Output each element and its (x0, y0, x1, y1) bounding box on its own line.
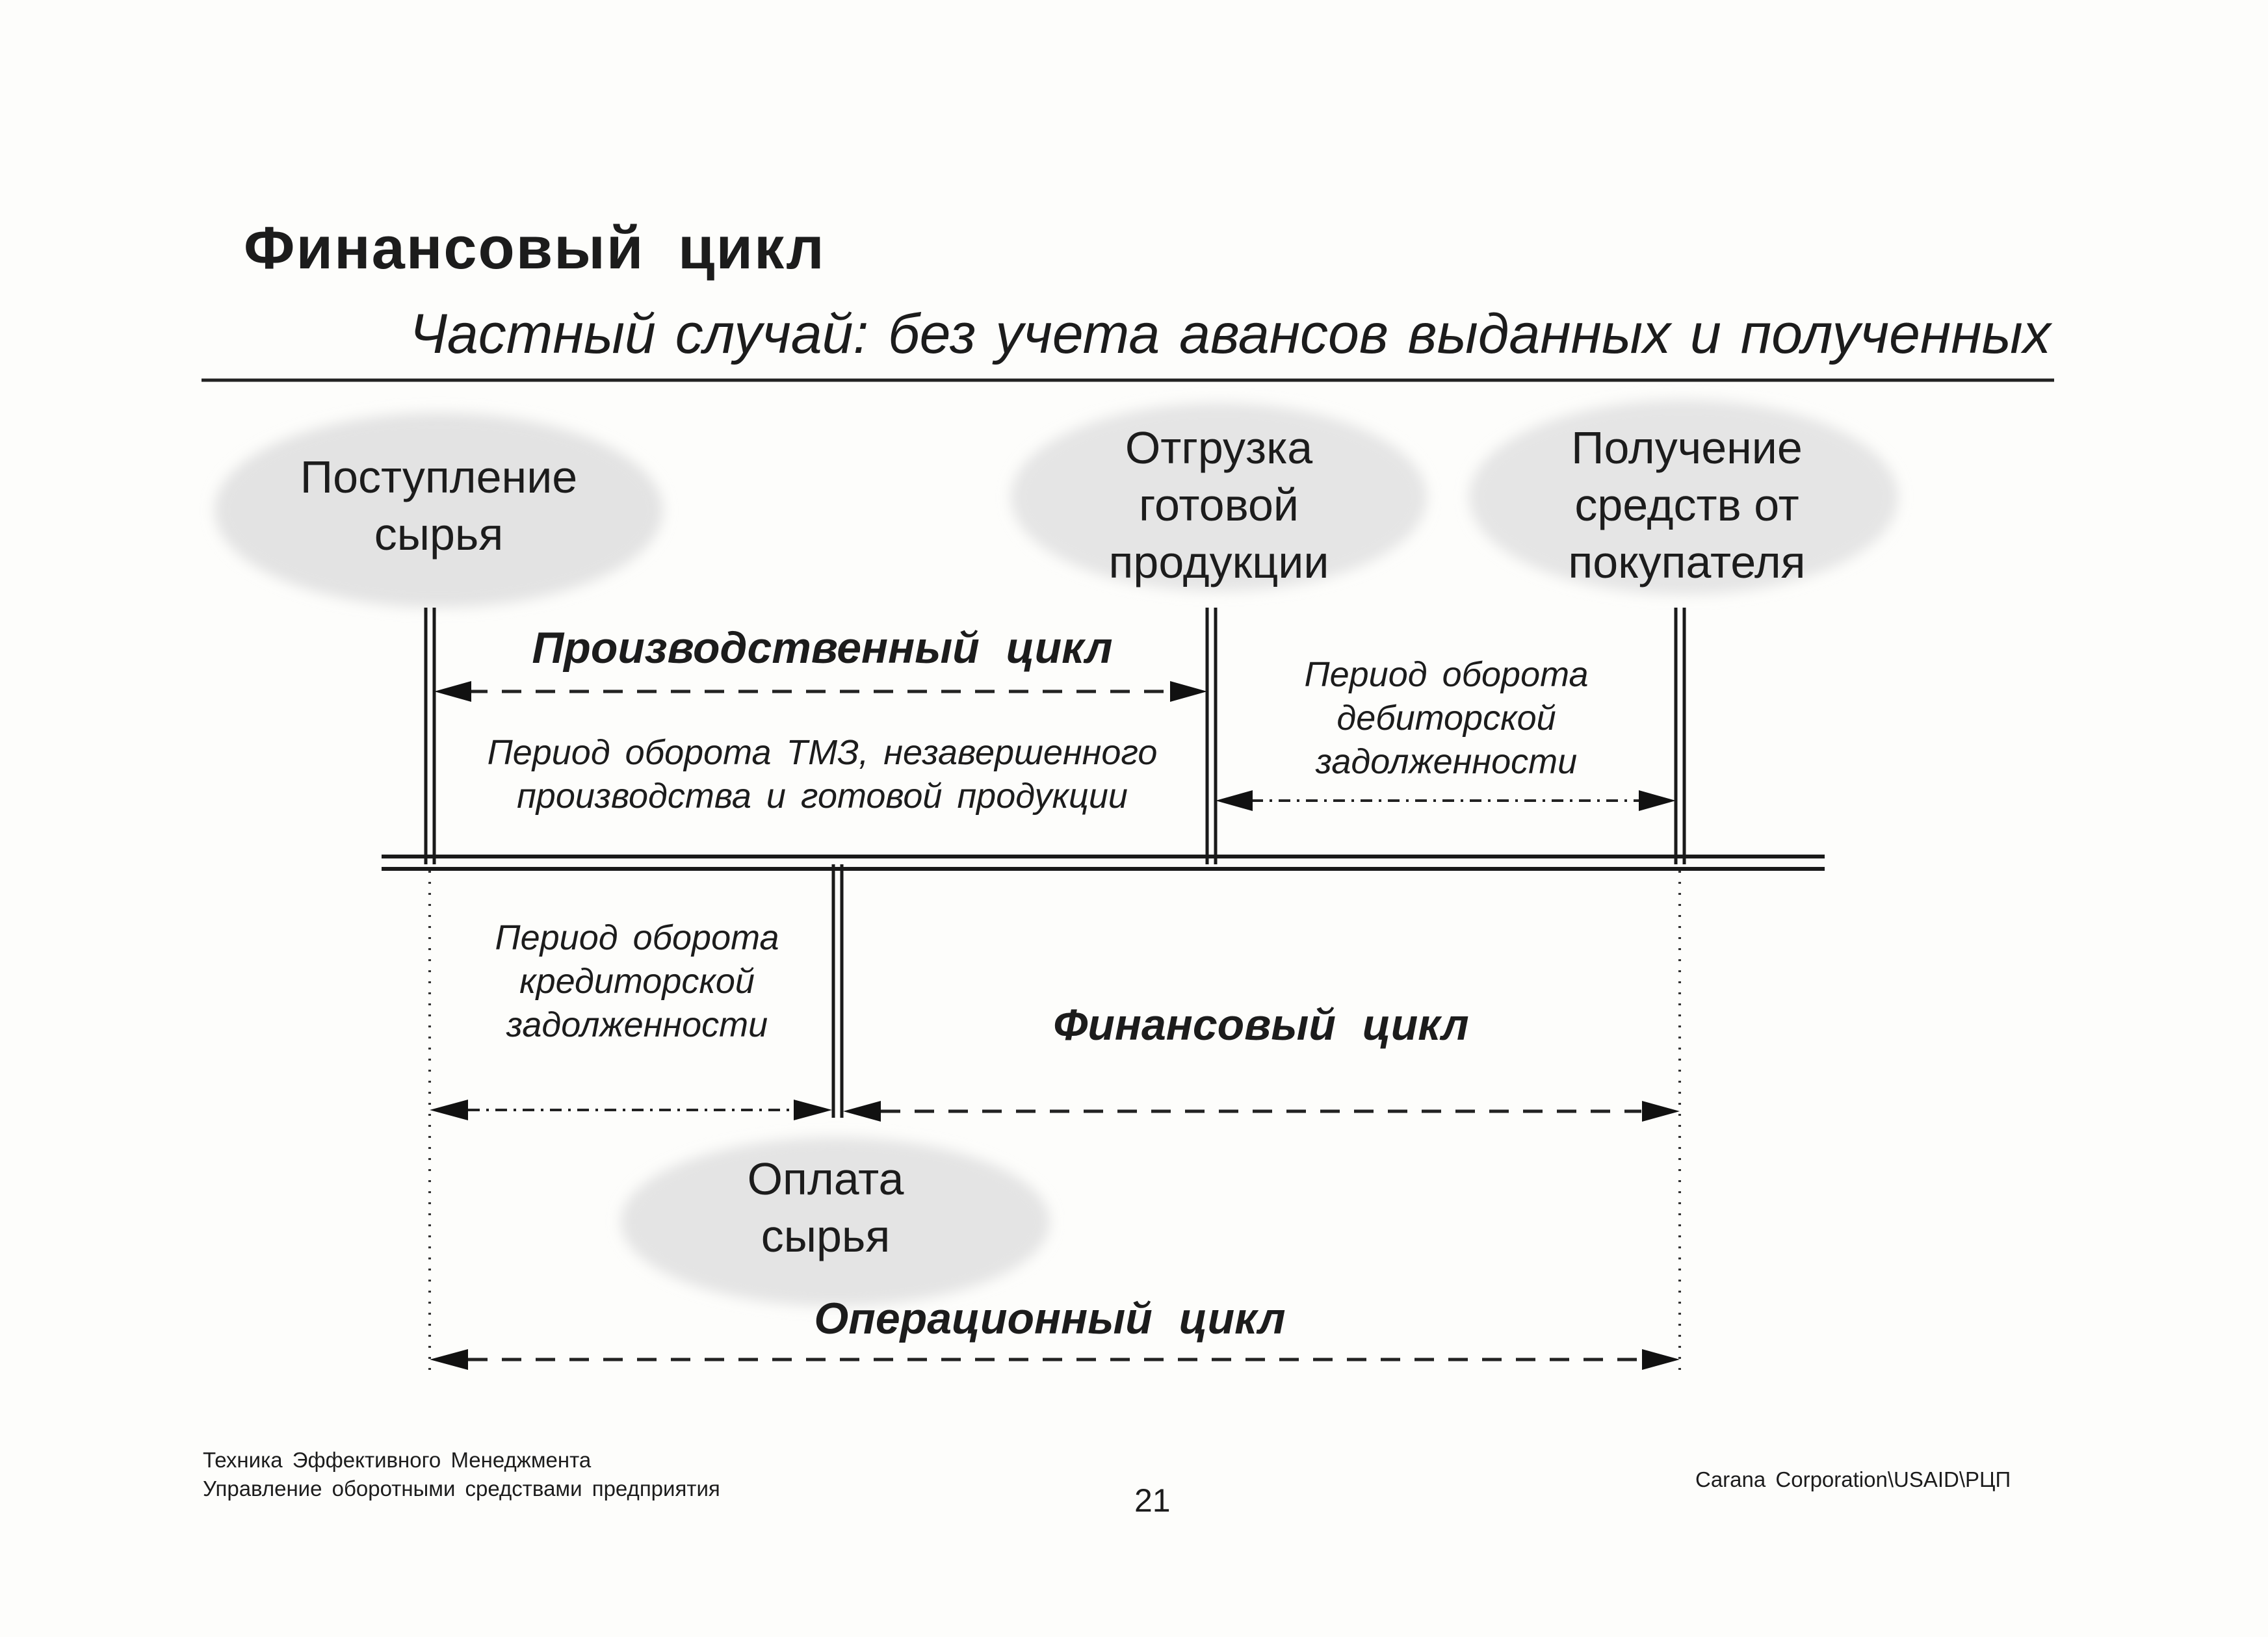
node-payment-received-line3: покупателя (1568, 537, 1806, 587)
node-payment-received: Получение средств от покупателя (1492, 419, 1882, 591)
node-raw-receipt-line1: Поступление (300, 452, 578, 502)
node-bg-payment-received (1469, 400, 1898, 595)
payables-period-line3: задолженности (506, 1005, 768, 1044)
node-bg-raw-payment (621, 1137, 1050, 1306)
node-payment-received-line1: Получение (1571, 422, 1803, 473)
payables-period-line1: Период оборота (495, 918, 779, 957)
receivables-period-line2: дебиторской (1336, 699, 1556, 738)
receivables-period-line1: Период оборота (1304, 655, 1589, 694)
page-title: Финансовый цикл (244, 215, 826, 281)
node-bg-raw-receipt (215, 413, 663, 608)
page-subtitle: Частный случай: без учета авансов выданн… (410, 303, 2051, 365)
node-payment-received-line2: средств от (1574, 480, 1799, 530)
node-raw-receipt-line2: сырья (374, 509, 504, 560)
event-markers (424, 608, 1686, 1118)
receivables-period-arrow (1216, 790, 1676, 811)
inventory-period-line1: Период оборота ТМЗ, незавершенного (487, 733, 1158, 772)
node-raw-payment: Оплата сырья (650, 1150, 1001, 1265)
receivables-period-line3: задолженности (1315, 742, 1578, 781)
node-raw-payment-line2: сырья (761, 1211, 891, 1261)
payables-period-label: Период оборота кредиторской задолженност… (442, 916, 832, 1047)
operating-cycle-arrow (430, 1349, 1680, 1370)
node-shipment-line3: продукции (1108, 537, 1329, 587)
timeline-axis (382, 855, 1825, 871)
node-raw-payment-line1: Оплата (747, 1154, 904, 1204)
node-shipment-line2: готовой (1138, 480, 1299, 530)
inventory-period-line2: производства и готовой продукции (517, 777, 1128, 816)
financial-cycle-label: Финансовый цикл (1053, 1000, 1469, 1050)
footer-left-line1: Техника Эффективного Менеджмента (203, 1448, 592, 1472)
page-number: 21 (1134, 1482, 1171, 1519)
node-shipment-line1: Отгрузка (1125, 422, 1313, 473)
footer-right: Carana Corporation\USAID\РЦП (1695, 1467, 2011, 1491)
node-raw-receipt: Поступление сырья (257, 448, 621, 563)
financial-cycle-arrow (843, 1101, 1680, 1122)
production-cycle-label: Производственный цикл (532, 623, 1113, 673)
payables-period-line2: кредиторской (519, 962, 755, 1001)
payables-period-arrow (430, 1100, 832, 1120)
receivables-period-label: Период оборота дебиторской задолженности (1219, 653, 1674, 784)
inventory-period-label: Период оборота ТМЗ, незавершенного произ… (442, 731, 1203, 818)
node-shipment: Отгрузка готовой продукции (1030, 419, 1407, 591)
operating-cycle-label: Операционный цикл (814, 1294, 1286, 1343)
node-bg-shipment (1011, 403, 1427, 591)
footer-left-line2: Управление оборотными средствами предпри… (203, 1476, 720, 1501)
production-cycle-arrow (434, 681, 1207, 702)
